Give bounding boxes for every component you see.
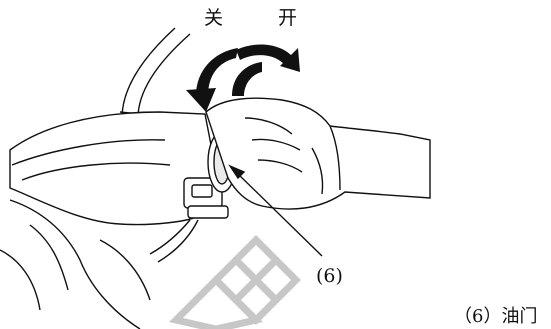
cable: [119, 27, 191, 119]
label-open: 开: [278, 7, 297, 29]
rotation-arrows-icon: [186, 44, 300, 112]
hand: [205, 97, 431, 210]
caption: （6）油门: [454, 306, 537, 327]
handlebar-housing: [0, 111, 213, 329]
watermark-grid-icon: [169, 235, 301, 329]
callout-label: (6): [316, 265, 343, 287]
leader-arrow-icon: [228, 164, 323, 257]
label-close: 关: [204, 7, 223, 29]
